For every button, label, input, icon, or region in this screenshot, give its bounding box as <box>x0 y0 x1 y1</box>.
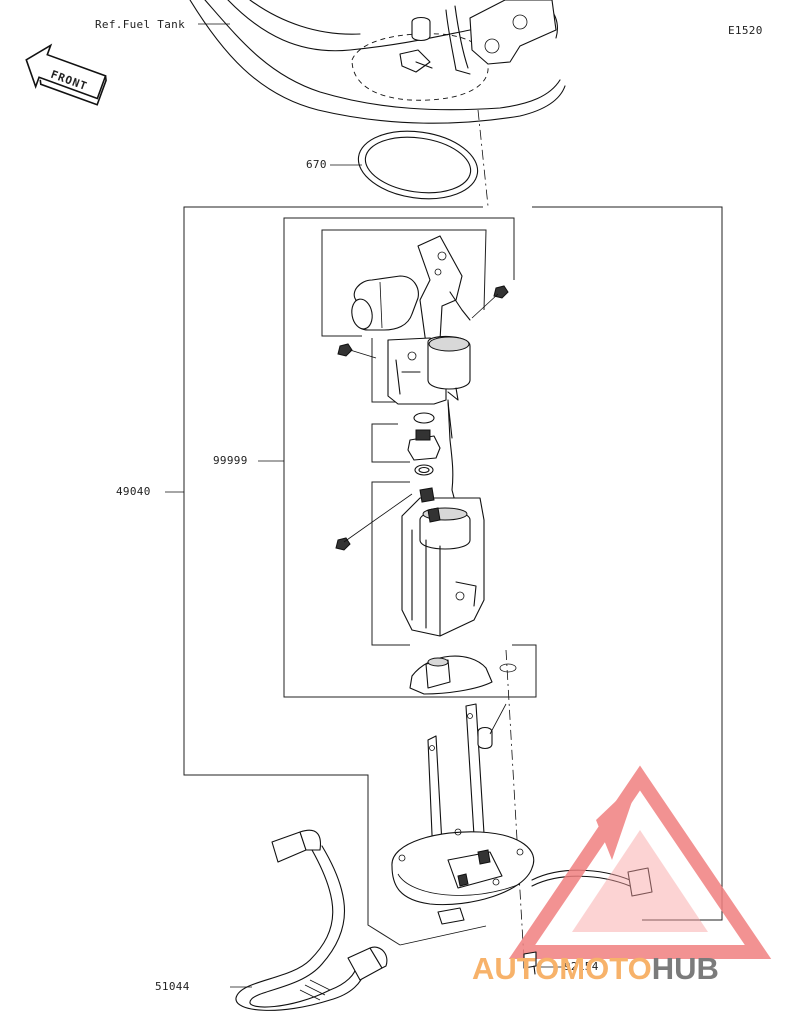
watermark-text: AUTOMOTOHUB <box>472 951 719 987</box>
bolt-92154 <box>523 951 562 977</box>
tank-bracket <box>399 0 557 75</box>
watermark-moto: MOTO <box>559 951 652 986</box>
pump-flange <box>391 828 535 925</box>
ref-fuel-tank-label: Ref.Fuel Tank <box>95 18 185 31</box>
o-rings <box>413 412 435 476</box>
callout-51044: 51044 <box>155 980 190 993</box>
bolts <box>335 285 509 551</box>
assembly-frames <box>165 206 723 946</box>
callout-92154: 92154 <box>564 960 599 973</box>
level-sensor-plate <box>409 655 517 695</box>
diagram-code: E1520 <box>728 24 763 37</box>
fuel-tank-outline <box>189 0 566 124</box>
gasket-670 <box>330 130 479 200</box>
pump-bracket <box>417 235 471 345</box>
fuel-regulator <box>407 429 441 461</box>
callout-49040: 49040 <box>116 485 151 498</box>
callout-670: 670 <box>306 158 327 171</box>
pump-filter-body <box>401 487 485 637</box>
pump-motor <box>351 275 419 331</box>
watermark-hub: HUB <box>651 951 719 986</box>
watermark-auto: AUTO <box>472 951 560 986</box>
pressure-regulator-housing <box>387 335 471 405</box>
watermark-logo <box>508 765 772 959</box>
fuel-hose-51044 <box>230 829 388 1011</box>
callout-99999: 99999 <box>213 454 248 467</box>
